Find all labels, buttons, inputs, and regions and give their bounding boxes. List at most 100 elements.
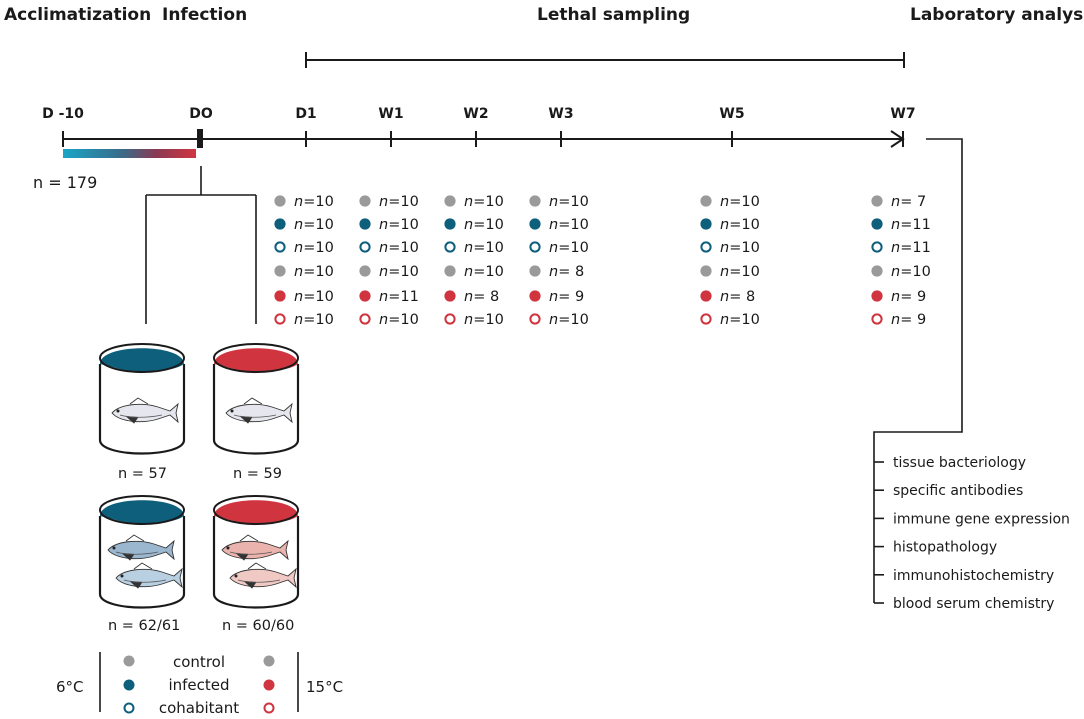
legend-temp-6c: 6°C: [56, 678, 84, 696]
timeline-label: W1: [378, 106, 403, 122]
cohabitant-dot: [359, 241, 371, 253]
control-dot: [359, 265, 371, 277]
cohabitant-dot: [871, 313, 883, 325]
analysis-item: specific antibodies: [893, 483, 1023, 499]
sample-count: n=11: [379, 289, 419, 305]
cohabitant-dot-15c: [263, 702, 275, 714]
legend-temp-15c: 15°C: [306, 678, 343, 696]
control-dot-15c: [263, 655, 275, 667]
legend-cohabitant: cohabitant: [159, 699, 239, 717]
sample-count: n=10: [379, 264, 419, 280]
timeline-label: W2: [463, 106, 488, 122]
sample-count: n=11: [891, 240, 931, 256]
infected-dot: [529, 218, 541, 230]
cohabitant-dot: [871, 241, 883, 253]
infection-marker: [197, 129, 203, 148]
cohabitant-dot: [529, 241, 541, 253]
sample-count: n=10: [464, 194, 504, 210]
tank-control-15c: [212, 343, 300, 455]
infected-dot: [444, 218, 456, 230]
sample-count: n=10: [294, 264, 334, 280]
start-count: n = 179: [33, 173, 97, 192]
sample-count: n= 8: [464, 289, 499, 305]
timeline-label: D1: [295, 106, 316, 122]
analysis-connector: [873, 138, 963, 603]
infected-dot: [700, 218, 712, 230]
sample-count: n=10: [294, 194, 334, 210]
infected-dot: [871, 218, 883, 230]
control-dot: [274, 265, 286, 277]
tank-control-6c: [98, 343, 186, 455]
timeline-label: DO: [189, 106, 213, 122]
cohabitant-dot: [274, 241, 286, 253]
cohabitant-dot: [529, 313, 541, 325]
sample-count: n=10: [464, 217, 504, 233]
timeline-label: W3: [548, 106, 573, 122]
analysis-item: blood serum chemistry: [893, 596, 1054, 612]
legend-control: control: [173, 653, 225, 671]
infected-dot: [444, 290, 456, 302]
analysis-item: histopathology: [893, 540, 997, 556]
sample-count: n=10: [294, 240, 334, 256]
sample-count: n=10: [720, 194, 760, 210]
control-dot: [700, 265, 712, 277]
infected-dot: [700, 290, 712, 302]
header-acclimatization: Acclimatization: [4, 5, 151, 25]
sample-count: n=10: [294, 217, 334, 233]
sample-count: n=10: [549, 194, 589, 210]
sample-count: n=10: [379, 312, 419, 328]
analysis-item: immune gene expression: [893, 511, 1070, 527]
tank-count-control-15c: n = 59: [233, 466, 282, 482]
sample-count: n=10: [720, 217, 760, 233]
control-dot: [871, 265, 883, 277]
sample-count: n=10: [891, 264, 931, 280]
timeline-ticks: D -10 DO D1 W1 W2 W3 W5 W7: [42, 106, 916, 147]
tank-infected-15c: [212, 495, 300, 609]
cohabitant-dot: [359, 313, 371, 325]
cohabitant-dot-6c: [123, 702, 135, 714]
sample-count: n=10: [720, 312, 760, 328]
sample-count: n=10: [464, 312, 504, 328]
sample-count: n=10: [720, 240, 760, 256]
cohabitant-dot: [700, 241, 712, 253]
tank-count-control-6c: n = 57: [118, 466, 167, 482]
control-dot: [444, 265, 456, 277]
cohabitant-dot: [444, 313, 456, 325]
sample-count: n=10: [379, 194, 419, 210]
timeline-label: W5: [719, 106, 744, 122]
sampling-bracket: [305, 52, 905, 68]
control-dot: [359, 195, 371, 207]
header-lethal-sampling: Lethal sampling: [537, 5, 690, 25]
infected-dot: [359, 218, 371, 230]
timeline-label: D -10: [42, 106, 84, 122]
cohabitant-dot: [274, 313, 286, 325]
sample-count: n= 9: [891, 312, 926, 328]
sample-count: n= 8: [549, 264, 584, 280]
infected-dot: [274, 290, 286, 302]
cohabitant-dot: [700, 313, 712, 325]
sample-count: n=10: [464, 264, 504, 280]
sample-count: n= 9: [549, 289, 584, 305]
control-dot: [700, 195, 712, 207]
sample-count: n=10: [549, 217, 589, 233]
tank-count-infected-6c: n = 62/61: [108, 618, 180, 634]
infected-dot: [274, 218, 286, 230]
acclimatization-bar: [63, 149, 196, 158]
infected-dot: [871, 290, 883, 302]
header-infection: Infection: [162, 5, 247, 25]
control-dot: [444, 195, 456, 207]
sample-count: n=10: [294, 312, 334, 328]
control-dot-6c: [123, 655, 135, 667]
tank-infected-6c: [98, 495, 186, 609]
timeline-label: W7: [890, 106, 915, 122]
sample-count: n=10: [549, 312, 589, 328]
control-dot: [871, 195, 883, 207]
sample-count: n=10: [464, 240, 504, 256]
control-dot: [274, 195, 286, 207]
timeline-axis: [63, 130, 905, 148]
sample-count: n= 8: [720, 289, 755, 305]
sample-count: n= 9: [891, 289, 926, 305]
infected-dot-15c: [263, 679, 275, 691]
control-dot: [529, 265, 541, 277]
